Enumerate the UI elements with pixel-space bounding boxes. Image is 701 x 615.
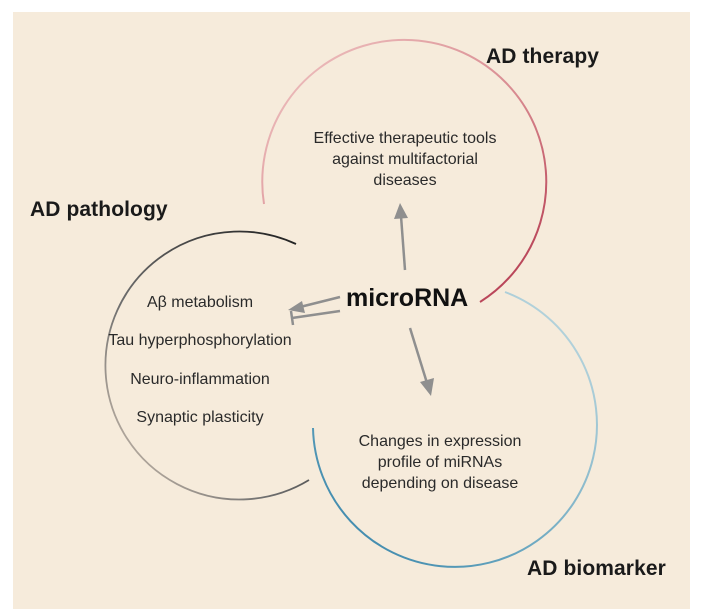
pathology-circle-arc (104, 230, 310, 501)
biomarker-circle-arc (312, 291, 598, 568)
biomarker-line: depending on disease (361, 475, 519, 492)
therapy-line: Effective therapeutic tools (313, 130, 497, 147)
therapy-title: AD therapy (486, 45, 600, 68)
biomarker-description: Changes in expression profile of miRNAs … (335, 431, 545, 494)
pathology-item: Synaptic plasticity (136, 409, 264, 426)
pathology-item: Tau hyperphosphorylation (108, 332, 292, 349)
therapy-line: diseases (373, 172, 437, 189)
therapy-circle-arc (261, 38, 548, 303)
biomarker-title: AD biomarker (527, 557, 666, 580)
pathology-item: Aβ metabolism (146, 294, 254, 311)
therapy-line: against multifactorial (332, 151, 478, 168)
center-label: microRNA (346, 284, 469, 312)
arrow-to-pathology (288, 295, 341, 313)
inhibition-to-pathology (289, 309, 341, 326)
biomarker-line: profile of miRNAs (377, 454, 503, 471)
diagram-background-panel (13, 12, 690, 609)
pathology-item: Neuro-inflammation (130, 371, 270, 388)
biomarker-line: Changes in expression (358, 433, 522, 450)
pathology-title: AD pathology (30, 198, 168, 221)
arrow-to-therapy (394, 203, 408, 271)
therapy-description: Effective therapeutic tools against mult… (290, 128, 520, 191)
arrow-to-biomarker (408, 327, 434, 396)
